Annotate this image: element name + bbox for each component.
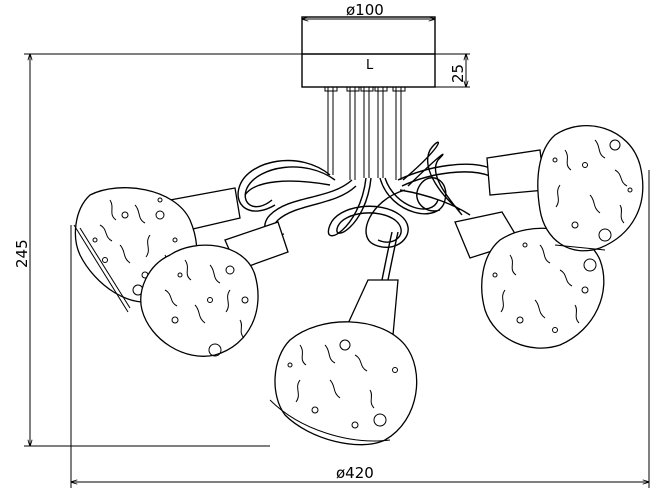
canopy-mark: L	[366, 58, 374, 73]
shade-right-back	[486, 125, 644, 252]
overall-diameter-label: ø420	[336, 464, 374, 482]
stems	[324, 86, 406, 180]
canopy-diameter-dimension: ø100	[302, 1, 435, 19]
overall-diameter-dimension: ø420	[71, 170, 649, 488]
canopy-diameter-label: ø100	[346, 1, 384, 19]
shade-right-front-pattern	[492, 242, 597, 333]
shade-left-front	[140, 221, 289, 357]
shade-front-center-pattern	[287, 339, 398, 429]
shade-left-front-pattern	[164, 259, 249, 357]
shade-front-center	[269, 279, 418, 446]
overall-height-label: 245	[13, 239, 31, 268]
canopy-height-dimension: 25	[435, 54, 470, 87]
overall-height-dimension: 245	[13, 54, 302, 446]
canopy-height-label: 25	[449, 64, 467, 83]
canopy: L	[301, 16, 436, 88]
shades	[73, 125, 644, 446]
shade-right-back-pattern	[552, 139, 633, 242]
